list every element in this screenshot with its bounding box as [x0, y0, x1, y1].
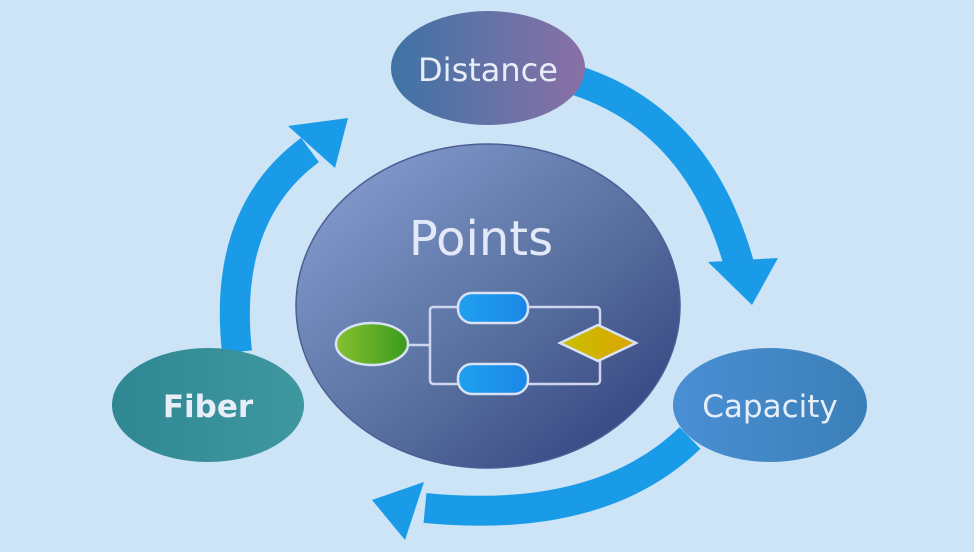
- flow-decision-shape: [557, 323, 639, 363]
- center-label: Points: [409, 211, 553, 267]
- node-fiber: Fiber: [112, 348, 304, 462]
- node-capacity: Capacity: [673, 348, 867, 462]
- arrow-distance-to-capacity: [570, 65, 778, 305]
- node-capacity-label: Capacity: [702, 389, 837, 425]
- node-distance: Distance: [391, 11, 585, 125]
- arrow-fiber-to-distance: [219, 118, 348, 354]
- flow-start-shape: [334, 321, 410, 367]
- arrow-capacity-to-fiber: [372, 427, 701, 540]
- flow-process-shape-bottom: [456, 362, 530, 396]
- flow-process-shape-top: [456, 291, 530, 325]
- flowchart-icon: [334, 291, 639, 396]
- center-node: Points: [295, 143, 681, 469]
- node-distance-label: Distance: [418, 51, 558, 89]
- node-fiber-label: Fiber: [163, 389, 254, 425]
